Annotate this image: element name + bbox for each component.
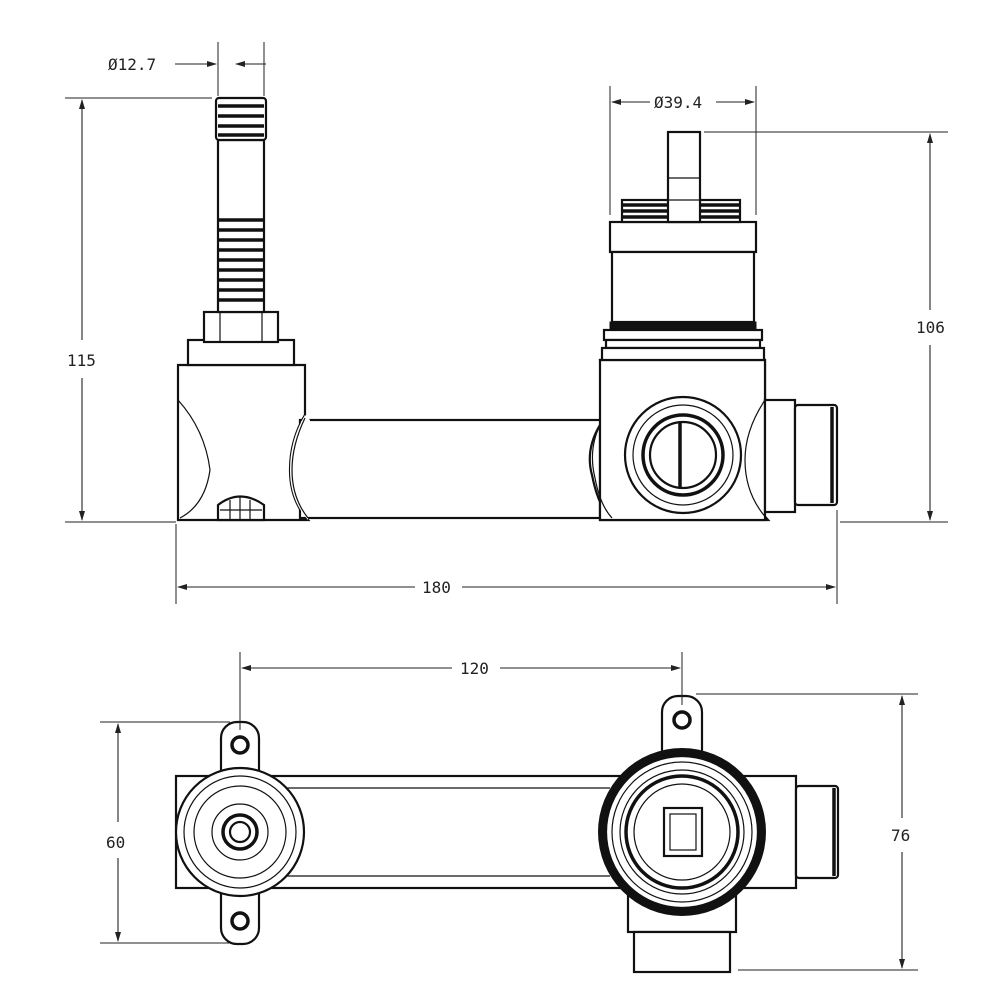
top-view: 120 60 76 (100, 652, 918, 974)
dim-left-height: 115 (65, 97, 212, 523)
dim-cartridge-diameter: Ø39.4 (609, 86, 757, 215)
left-height-label: 115 (67, 351, 96, 370)
top-view-height-label: 76 (891, 826, 910, 845)
right-height-label: 106 (916, 318, 945, 337)
right-cartridge-top (598, 748, 766, 916)
left-housing (176, 310, 311, 522)
dim-stem-diameter: Ø12.7 (108, 42, 266, 96)
dim-top-view-depth: 60 (100, 721, 230, 944)
center-distance-label: 120 (460, 659, 489, 678)
dim-overall-width: 180 (175, 510, 838, 604)
overall-width-label: 180 (422, 578, 451, 597)
front-view: Ø12.7 Ø39.4 115 106 (65, 42, 948, 604)
dim-top-view-height: 76 (696, 693, 918, 971)
cartridge-diameter-label: Ø39.4 (654, 93, 702, 112)
left-stem (214, 96, 268, 314)
dim-center-distance: 120 (239, 652, 683, 730)
left-inlet-boss (174, 766, 306, 898)
right-housing (588, 130, 839, 522)
connecting-pipe (290, 415, 612, 520)
top-view-depth-label: 60 (106, 833, 125, 852)
stem-diameter-label: Ø12.7 (108, 55, 156, 74)
dim-right-height: 106 (704, 131, 948, 523)
